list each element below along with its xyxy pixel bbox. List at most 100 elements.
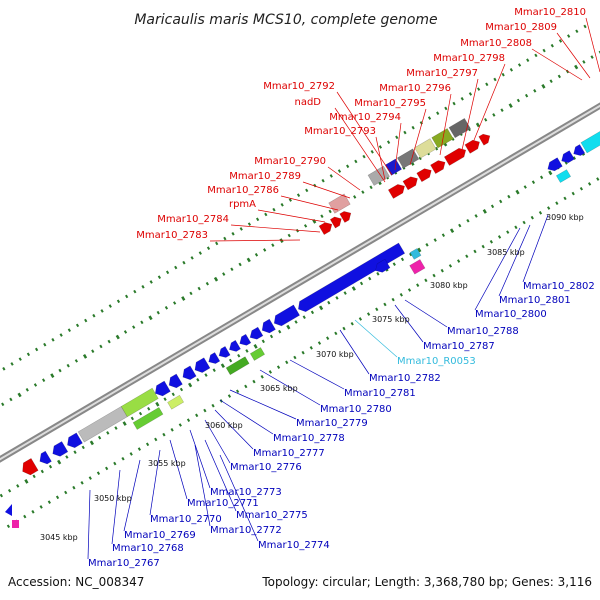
tick-dot <box>239 227 243 231</box>
tick-dot <box>497 235 502 239</box>
tick-dot <box>24 479 29 484</box>
tick-dot <box>310 310 315 315</box>
tick-dot <box>108 304 112 308</box>
tick-dot <box>55 495 60 500</box>
bottom-label-7: Mmar10_2781 <box>344 388 416 399</box>
top-label-2: Mmar10_2808 <box>460 38 532 49</box>
tick-dot <box>16 484 20 488</box>
tick-dot <box>1 402 5 407</box>
top-strand-labels: Mmar10_2810Mmar10_2809Mmar10_2808Mmar10_… <box>136 7 586 241</box>
tick-dot <box>548 170 553 176</box>
gene-upper-0 <box>318 222 333 236</box>
tick-dot <box>97 435 102 440</box>
tick-dot <box>508 103 513 108</box>
tick-dot <box>285 360 289 365</box>
tick-dot <box>563 196 567 201</box>
tick-dot <box>155 401 160 407</box>
tick-dot <box>378 145 383 149</box>
gene-upper-16 <box>448 117 471 139</box>
gene-lower-17-shape <box>298 242 406 312</box>
tick-dot <box>318 305 324 311</box>
tick-dot <box>448 264 453 268</box>
gene-lower-4 <box>77 406 128 443</box>
tick-dot <box>80 481 84 485</box>
tick-dot <box>452 101 456 106</box>
tick-dot <box>509 68 513 72</box>
tick-dot <box>295 228 300 233</box>
tick-dot <box>329 174 333 178</box>
bottom-label-1: Mmar10_2801 <box>499 295 571 306</box>
gene-lower-16 <box>273 304 300 327</box>
tick-dot <box>26 352 31 357</box>
tick-dot <box>359 281 364 286</box>
gene-lower-19-shape <box>249 347 266 361</box>
gene-lower-1-shape <box>39 450 52 465</box>
tick-dot <box>516 98 521 103</box>
tick-dot <box>549 79 553 84</box>
tick-dot <box>163 397 167 401</box>
tick-dot <box>391 297 395 302</box>
top-label-11: Mmar10_2790 <box>254 156 326 167</box>
tick-dot <box>181 296 186 301</box>
tick-dot <box>48 464 53 469</box>
tick-dot <box>215 241 219 246</box>
tick-dot <box>228 358 233 363</box>
gene-lower-21 <box>167 394 185 410</box>
kbp-label-2: 3055 kbp <box>148 459 186 468</box>
label-leader-lines <box>87 17 600 560</box>
tick-dot <box>147 406 151 411</box>
tick-dot <box>399 293 403 297</box>
tick-dot <box>172 301 177 305</box>
tick-dot <box>6 524 11 529</box>
tick-dot <box>376 271 380 276</box>
gene-near-1-shape <box>409 248 422 260</box>
tick-dot <box>84 318 88 323</box>
tick-dot <box>82 353 88 359</box>
tick-dot <box>587 182 592 186</box>
tick-dot <box>362 154 366 159</box>
tick-dot <box>34 347 39 352</box>
gene-upper-7-shape <box>430 160 446 175</box>
tick-dot <box>370 150 374 154</box>
tick-dot <box>574 64 579 70</box>
tick-dot <box>25 388 29 392</box>
bottom-leader-1 <box>498 224 531 297</box>
tick-dot <box>309 346 313 350</box>
tick-dot <box>213 276 219 282</box>
gene-upper-2 <box>339 211 352 223</box>
tick-dot <box>188 382 193 388</box>
tick-dot <box>42 378 46 382</box>
tick-dot <box>572 156 576 160</box>
bottom-leader-5 <box>354 319 398 358</box>
bottom-leader-4 <box>394 304 424 343</box>
tick-dot <box>441 233 446 238</box>
top-leader-3 <box>469 63 506 151</box>
tick-dot <box>58 368 62 373</box>
tick-dot <box>473 249 477 254</box>
tick-dot <box>165 270 170 275</box>
tick-dot <box>115 334 120 340</box>
gene-lower-11-shape <box>218 346 231 358</box>
tick-dot <box>386 140 391 144</box>
gene-near-3-shape <box>547 157 563 172</box>
tick-dot <box>145 442 150 447</box>
gene-near-0-shape <box>375 258 391 273</box>
top-label-7: nadD <box>294 97 321 108</box>
tick-dot <box>140 320 144 325</box>
tick-dot <box>88 476 92 480</box>
tick-dot <box>489 239 493 244</box>
tick-dot <box>149 280 153 284</box>
tick-dot <box>255 217 260 222</box>
gene-lower-10-shape <box>208 352 221 364</box>
tick-dot <box>287 233 291 238</box>
top-leader-16 <box>209 239 301 242</box>
bottom-leader-2 <box>474 227 521 311</box>
tick-dot <box>123 330 128 334</box>
tick-dot <box>444 106 448 111</box>
gene-upper-6-shape <box>416 168 432 183</box>
tick-dot <box>432 273 436 278</box>
tick-dot <box>113 461 117 466</box>
kbp-label-7: 3080 kbp <box>430 281 468 290</box>
tick-dot <box>31 509 35 514</box>
tick-dot <box>286 324 291 330</box>
